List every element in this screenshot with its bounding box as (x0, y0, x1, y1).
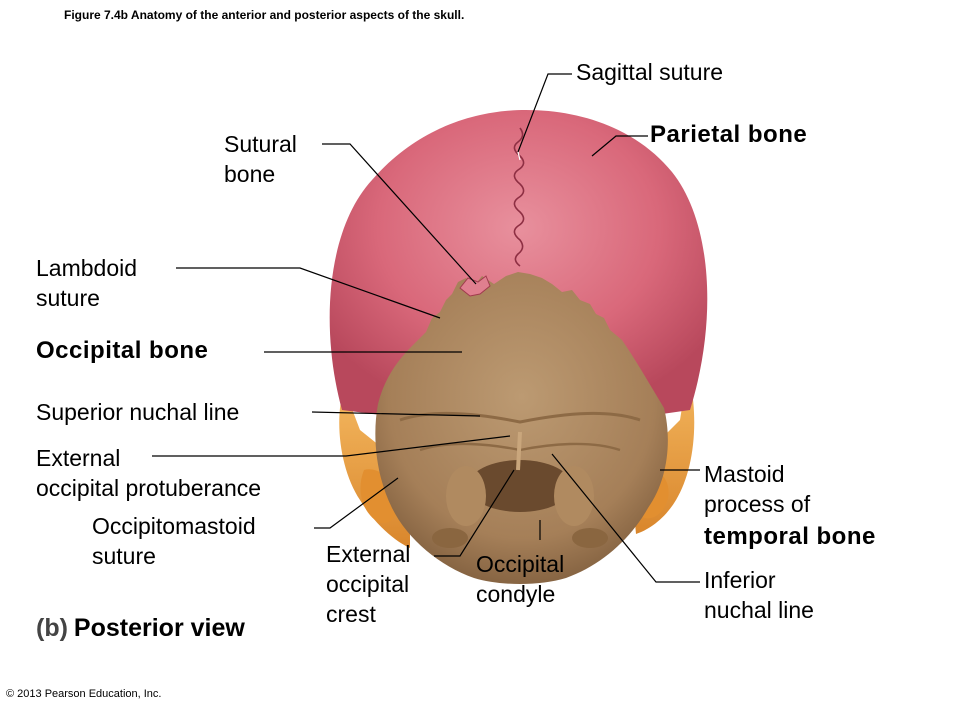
leader-external-occipital-crest (434, 469, 515, 557)
leader-sagittal-suture (517, 73, 572, 153)
label-mastoid-process-line2: process of (704, 491, 811, 517)
superior-nuchal-ridge (399, 411, 641, 424)
leader-lambdoid-suture (176, 267, 441, 319)
leader-inferior-nuchal-line (551, 453, 700, 583)
label-external-occipital-crest-line2: occipital (326, 571, 410, 597)
label-external-occipital-crest-line3: crest (326, 601, 376, 627)
label-mastoid-process-line1: Mastoid (704, 461, 785, 487)
label-external-occipital-crest-line1: External (326, 541, 411, 567)
label-sutural-bone-line2: bone (224, 161, 276, 187)
sutural-bone-shape (459, 275, 491, 297)
label-external-occipital-protuberance-line1: External (36, 445, 121, 471)
external-occipital-crest-ridge (516, 431, 522, 471)
label-occipitomastoid-suture-line2: suture (92, 543, 156, 569)
foramen-magnum (468, 460, 572, 512)
leader-parietal-bone (591, 135, 648, 157)
sagittal-suture-line (513, 127, 525, 267)
label-sutural-bone-line1: Sutural (224, 131, 297, 157)
label-occipital-condyle-line1: Occipital (476, 551, 565, 577)
label-superior-nuchal-line: Superior nuchal line (36, 399, 240, 425)
leader-superior-nuchal-line (311, 411, 481, 417)
label-occipital-condyle-line2: condyle (476, 581, 556, 607)
label-occipital-bone: Occipital bone (36, 337, 209, 364)
view-name: Posterior view (73, 614, 245, 642)
label-lambdoid-suture-line1: Lambdoid (36, 255, 138, 281)
label-inferior-nuchal-line-line2: nuchal line (704, 597, 814, 623)
right-occipital-condyle-shape (554, 466, 594, 526)
leader-occipitomastoid-suture (314, 477, 399, 529)
view-letter: (b) (36, 614, 68, 642)
view-title: (b)Posterior view (36, 614, 245, 643)
leader-sutural-bone (322, 143, 477, 285)
label-lambdoid-suture-line2: suture (36, 285, 100, 311)
copyright-notice: © 2013 Pearson Education, Inc. (6, 688, 162, 700)
label-inferior-nuchal-line-line1: Inferior (704, 567, 776, 593)
label-external-occipital-protuberance-line2: occipital protuberance (36, 475, 262, 501)
figure-caption: Figure 7.4b Anatomy of the anterior and … (64, 8, 465, 22)
label-sagittal-suture: Sagittal suture (576, 59, 724, 85)
label-mastoid-process-line3: temporal bone (704, 523, 876, 550)
leader-external-occipital-protuberance (152, 435, 511, 457)
label-occipitomastoid-suture-line1: Occipitomastoid (92, 513, 256, 539)
label-parietal-bone: Parietal bone (650, 121, 808, 148)
left-occipital-condyle-shape (446, 466, 486, 526)
